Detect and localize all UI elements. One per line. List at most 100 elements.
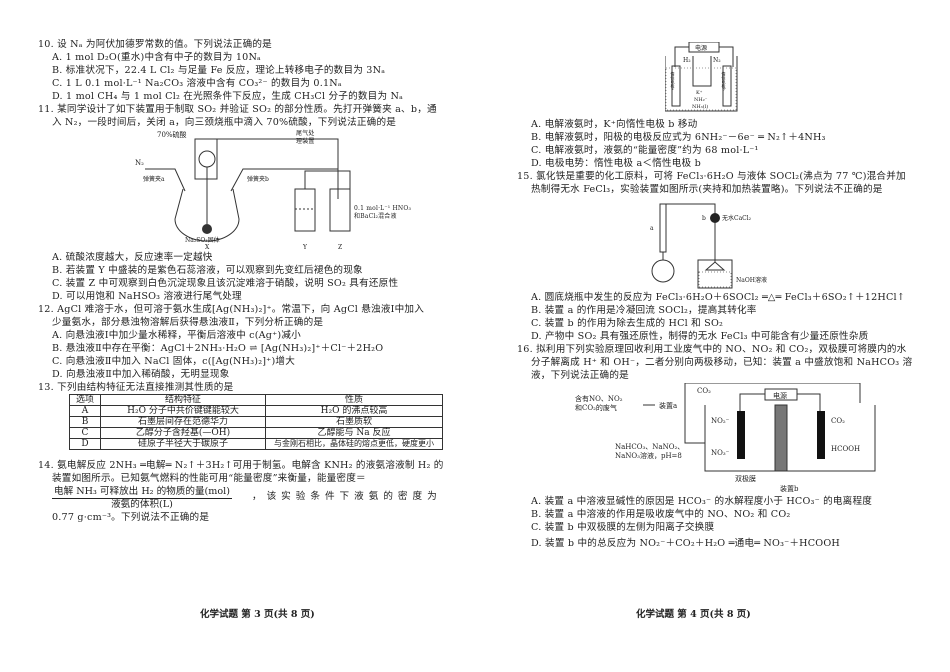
q12-stem-2: 少量氨水，部分悬浊物溶解后获得悬浊液Ⅱ，下列分析正确的是 [52, 317, 324, 328]
acid-label: 70%硫酸 [157, 130, 187, 139]
q15-stem: 15. 氯化铁是重要的化工原料，可将 FeCl₃·6H₂O 与液体 SOCl₂(… [517, 171, 906, 182]
x-label: X [205, 244, 210, 251]
header-cell: 选项 [69, 394, 101, 406]
cell: 硅原子半径大于碳原子 [100, 438, 266, 450]
n2-label: N₂ [135, 159, 144, 167]
nh3-label: NH₃(l) [692, 103, 708, 110]
q11-stem-2: 入 N₂，一段时间后，关闭 a，向三颈烧瓶中滴入 70%硫酸，下列说法正确的是 [52, 117, 397, 128]
q15-option-b: B. 装置 a 的作用是冷凝回流 SOCl₂，提高其转化率 [531, 305, 757, 316]
energy-density-fraction: 电解 NH₃ 可释放出 H₂ 的物质的量(mol) 液氨的体积(L) [52, 486, 232, 511]
naoh-label: NaOH溶液 [736, 276, 767, 284]
q14-stem-2: 装置如图所示。已知氨气燃料的性能可用“能量密度”来衡量，能量密度＝ [52, 473, 366, 484]
tail-label-2: 理装置 [296, 138, 315, 145]
q11-apparatus-figure: N₂ 70%硫酸 弹簧夹a 弹簧夹b Na₂SO₃固体 X Y Z [135, 130, 351, 251]
tail-gas-label: 尾气处理装置 [296, 130, 315, 146]
fraction-numerator: 电解 NH₃ 可释放出 H₂ 的物质的量(mol) [52, 486, 232, 499]
q16-option-b: B. 装置 a 中溶液的作用是吸收废气中的 NO、NO₂ 和 CO₂ [531, 509, 791, 520]
a-label: a [650, 225, 654, 232]
q12-option-a: A. 向悬浊液Ⅰ中加少量水稀释，平衡后溶液中 c(Ag⁺)减小 [52, 330, 301, 341]
q16-apparatus-figure: 含有NO、NO₂ 和CO₂的废气 装置a CO₂ 电源 NaHCO₃、NaNO₂… [575, 383, 876, 493]
sol-label-1: 0.1 mol·L⁻¹ HNO₃ [354, 205, 412, 212]
solid-label: Na₂SO₃固体 [185, 236, 220, 244]
q15-option-c: C. 装置 b 的作用为除去生成的 HCl 和 SO₂ [531, 318, 724, 329]
q10-option-b: B. 标准状况下，22.4 L Cl₂ 与足量 Fe 反应，理论上转移电子的数目… [52, 65, 386, 76]
clamp-b-label: 弹簧夹b [247, 175, 269, 183]
clamp-a-label: 弹簧夹a [143, 175, 165, 183]
q14-option-c: C. 电解液氨时，液氨的“能量密度”约为 68 mol·L⁻¹ [531, 145, 759, 156]
q11-option-a: A. 硫酸浓度越大，反应速率一定越快 [52, 252, 213, 263]
page-footer-4: 化学试题 第 4 页(共 8 页) [636, 609, 751, 620]
cell: H₂O 分子中共价键键能较大 [100, 405, 266, 417]
h2-label: H₂ [683, 57, 691, 64]
z-label: Z [338, 244, 342, 251]
b-label: b [702, 215, 706, 222]
q10-stem: 10. 设 Nₐ 为阿伏加德罗常数的值。下列说法正确的是 [38, 39, 272, 50]
no2-ion-label: NO₂⁻ [711, 417, 730, 425]
cell: 石墨质软 [265, 416, 443, 428]
header-cell: 结构特征 [100, 394, 266, 406]
no3-ion-label: NO₃⁻ [711, 449, 730, 457]
n2-label: N₂ [713, 57, 721, 64]
q12-option-d: D. 向悬浊液Ⅱ中加入稀硝酸，无明显现象 [52, 369, 230, 380]
sol-label-2: 和BaCl₂混合液 [354, 213, 397, 220]
q14-option-b: B. 电解液氨时，阳极的电极反应式为 6NH₂⁻－6e⁻ ═ N₂↑＋4NH₃ [531, 132, 826, 143]
q11-option-d: D. 可以用饱和 NaHSO₃ 溶液进行尾气处理 [52, 291, 242, 302]
q12-stem: 12. AgCl 难溶于水，但可溶于氨水生成[Ag(NH₃)₂]⁺。常温下，向 … [38, 304, 425, 315]
y-label: Y [302, 244, 308, 251]
q16-stem-2: 分子解离成 H⁺ 和 OH⁻，二者分别向两极移动，已知：装置 a 中盛放饱和 N… [531, 357, 913, 368]
k-label: K⁺ [696, 90, 703, 96]
nh2-label: NH₂⁻ [694, 97, 708, 103]
q14-option-a: A. 电解液氨时，K⁺向惰性电极 b 移动 [531, 119, 698, 130]
q12-option-c: C. 向悬浊液Ⅱ中加入 NaCl 固体，c([Ag(NH₃)₂]⁺)增大 [52, 356, 295, 367]
power-label: 电源 [773, 391, 787, 400]
q15-stem-2: 热制得无水 FeCl₃，实验装置如图所示(夹持和加热装置略)。下列说法不正确的是 [531, 184, 883, 195]
q10-option-a: A. 1 mol D₂O(重水)中含有中子的数目为 10Nₐ [52, 52, 261, 63]
q11-option-c: C. 装置 Z 中可观察到白色沉淀现象且该沉淀难溶于硝酸，说明 SO₂ 具有还原… [52, 278, 399, 289]
q11-option-b: B. 若装置 Y 中盛装的是紫色石蕊溶液，可以观察到先变红后褪色的现象 [52, 265, 363, 276]
cell: 石墨层间存在范德华力 [100, 416, 266, 428]
q15-option-d: D. 产物中 SO₂ 具有强还原性，制得的无水 FeCl₃ 中可能含有少量还原性… [531, 331, 869, 342]
power-label: 电源 [695, 44, 707, 52]
q12-option-b: B. 悬浊液Ⅱ中存在平衡：AgCl＋2NH₃·H₂O ⇌ [Ag(NH₃)₂]⁺… [52, 343, 384, 354]
q15-option-a: A. 圆底烧瓶中发生的反应为 FeCl₃·6H₂O＋6SOCl₂ ═△═ FeC… [531, 292, 906, 303]
co2-b-label: CO₂ [831, 417, 845, 425]
q16-option-d: D. 装置 b 中的总反应为 NO₂⁻＋CO₂＋H₂O ═通电═ NO₃⁻＋HC… [531, 538, 840, 549]
solution-label-2: NaNO₃溶液，pH=8 [615, 451, 682, 460]
header-cell: 性质 [265, 394, 443, 406]
q11-stem: 11. 某同学设计了如下装置用于制取 SO₂ 并验证 SO₂ 的部分性质。先打开… [38, 104, 437, 115]
q14-electrolysis-figure: 电源 H₂ N₂ K⁺ NH₂⁻ NH₃(l) 惰性电极a 惰性电极b [665, 42, 738, 112]
cell: 与金刚石相比，晶体硅的熔点更低，硬度更小 [265, 438, 443, 450]
q14-stem-4: 0.77 g·cm⁻³。下列说法不正确的是 [52, 512, 210, 523]
gas-label-2: 和CO₂的废气 [575, 403, 617, 412]
q14-option-d: D. 电极电势：惰性电极 a＜惰性电极 b [531, 158, 701, 169]
cell: A [69, 405, 101, 417]
cell: C [69, 427, 101, 439]
q10-option-d: D. 1 mol CH₄ 与 1 mol Cl₂ 在光照条件下反应，生成 CH₃… [52, 91, 403, 102]
device-b-label: 装置b [780, 484, 799, 493]
fraction-denominator: 液氨的体积(L) [111, 499, 173, 510]
q16-stem: 16. 拟利用下列实验原理回收利用工业废气中的 NO、NO₂ 和 CO₂，双极膜… [517, 344, 907, 355]
hcooh-label: HCOOH [831, 445, 860, 453]
solution-label-1: NaHCO₃、NaNO₂、 [615, 443, 684, 451]
cell: D [69, 438, 101, 450]
table-header-row: 选项 结构特征 性质 [69, 394, 443, 406]
electrode-b-label: 惰性电极b [722, 71, 727, 91]
cell: 乙醇能与 Na 反应 [265, 427, 443, 439]
page-footer-3: 化学试题 第 3 页(共 8 页) [200, 609, 315, 620]
q14-stem: 14. 氨电解反应 2NH₃ ═电解═ N₂↑＋3H₂↑可用于制氢。电解含 KN… [38, 460, 444, 471]
cell: 乙醇分子含羟基(—OH) [100, 427, 266, 439]
q13-stem: 13. 下列由结构特征无法直接推测其性质的是 [38, 382, 234, 393]
electrode-a-label: 惰性电极a [671, 71, 676, 91]
cell: B [69, 416, 101, 428]
device-a-label: 装置a [659, 401, 677, 410]
q16-option-c: C. 装置 b 中双极膜的左侧为阳离子交换膜 [531, 522, 715, 533]
q10-option-c: C. 1 L 0.1 mol·L⁻¹ Na₂CO₃ 溶液中含有 CO₃²⁻ 的数… [52, 78, 342, 89]
cacl2-label: 无水CaCl₂ [722, 214, 752, 222]
